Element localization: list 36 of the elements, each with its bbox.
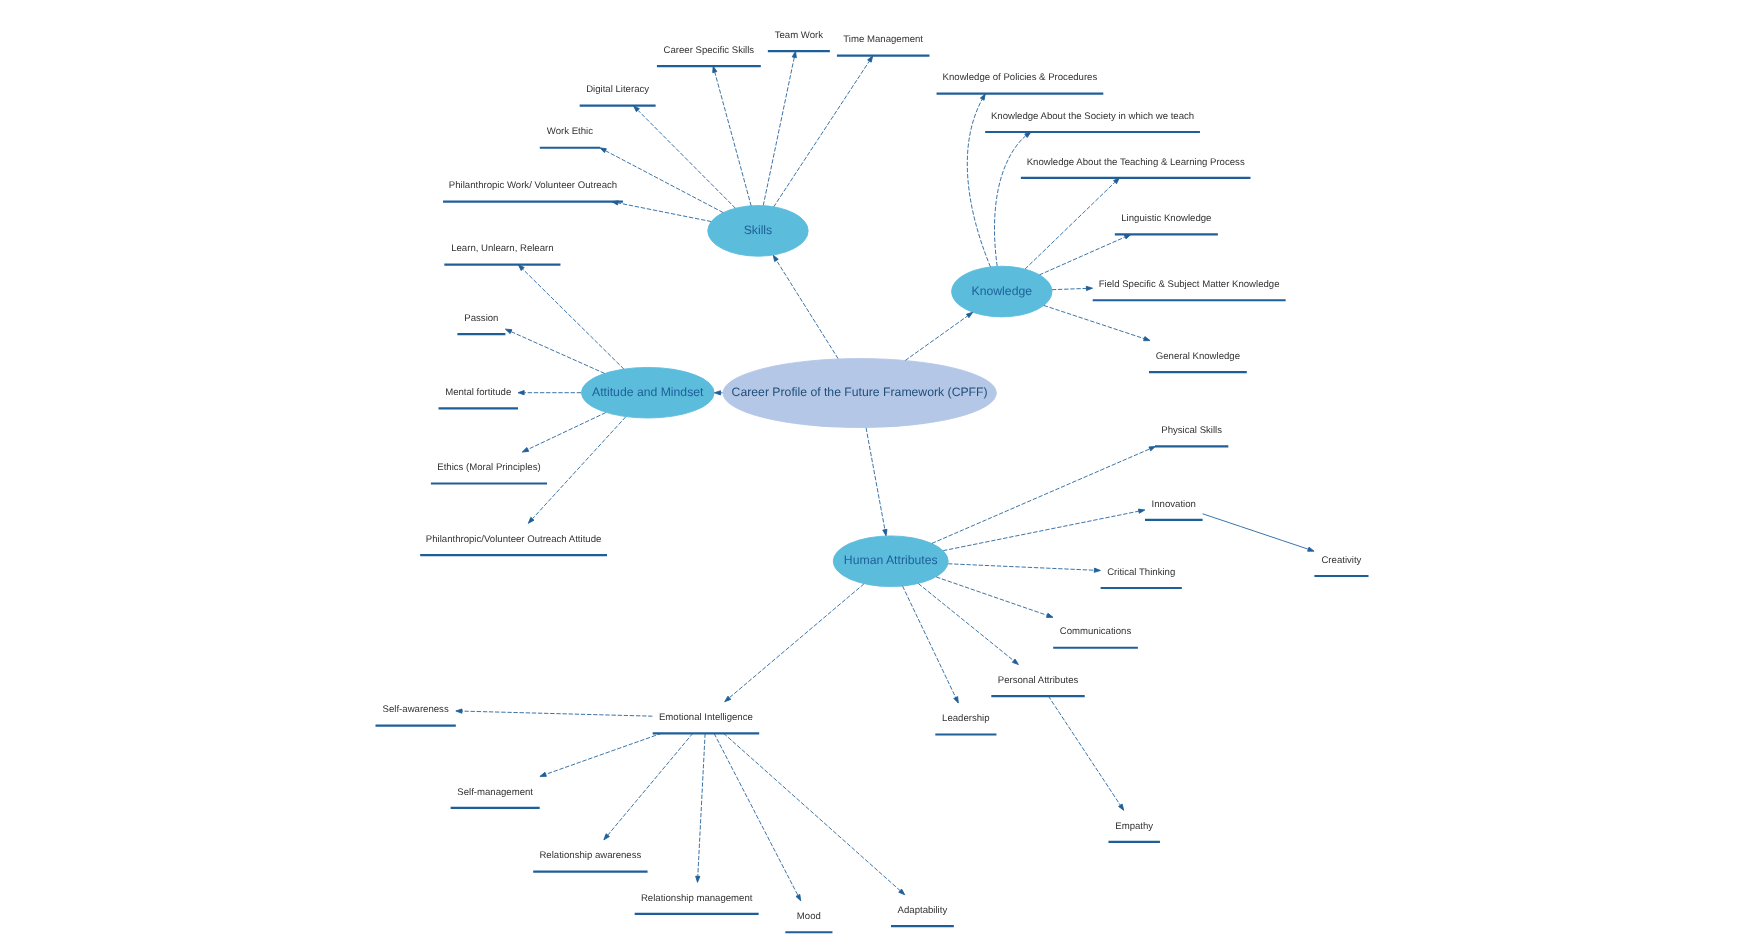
- arrow: [632, 105, 735, 209]
- arrow: [694, 733, 705, 883]
- arrow: [1038, 234, 1131, 276]
- arrow: [610, 200, 711, 222]
- arrow: [901, 585, 958, 704]
- arrow: [1201, 513, 1314, 552]
- arrow: [761, 50, 796, 206]
- arrow: [526, 416, 626, 524]
- arrow: [712, 733, 801, 902]
- arrow: [454, 708, 652, 717]
- arrow: [965, 93, 990, 268]
- arrow: [723, 583, 864, 703]
- arrow: [772, 55, 873, 208]
- arrow: [1047, 695, 1124, 811]
- arrow: [516, 264, 624, 370]
- arrow: [520, 412, 606, 453]
- arrow: [903, 311, 973, 361]
- arrow: [930, 446, 1155, 544]
- arrow: [1023, 177, 1119, 270]
- arrow: [934, 576, 1053, 618]
- arrow: [864, 427, 887, 537]
- arrow: [917, 583, 1018, 665]
- arrow: [771, 254, 838, 360]
- arrow: [1042, 305, 1150, 342]
- arrow: [598, 147, 723, 213]
- arrow: [1050, 285, 1092, 291]
- arrow: [713, 390, 722, 396]
- arrow: [941, 508, 1145, 552]
- arrow: [516, 390, 581, 396]
- arrow: [993, 131, 1031, 267]
- arrow: [602, 733, 693, 841]
- arrow: [504, 328, 604, 374]
- arrow: [538, 732, 661, 777]
- arrow: [711, 65, 751, 207]
- arrow: [946, 563, 1100, 573]
- arrow: [722, 732, 905, 896]
